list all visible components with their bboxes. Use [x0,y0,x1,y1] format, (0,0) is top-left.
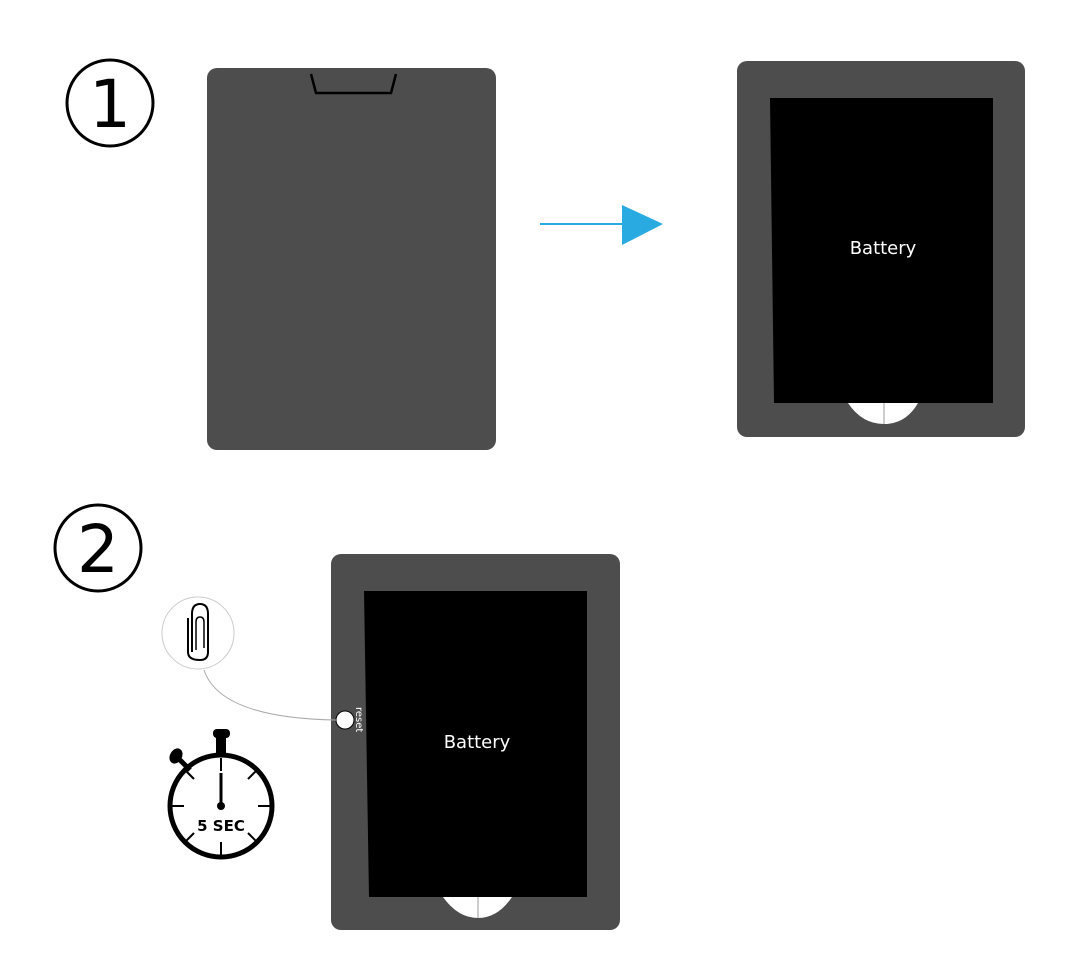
step-1-number: 1 [89,66,131,143]
step-1: 1 Battery [65,58,1025,450]
step-2-circle [53,503,143,593]
battery [770,98,993,403]
device-open-reset: Battery reset [331,554,620,930]
reset-button [335,710,355,730]
timer-label: 5 SEC [197,817,245,835]
connector-line [203,669,337,721]
step-2: 2 Battery reset [53,503,620,930]
battery-label: Battery [444,732,511,753]
paperclip-icon [161,596,235,670]
device-open: Battery [737,61,1025,437]
step-1-circle [65,58,155,148]
reset-label: reset [353,707,364,732]
device-back-cover [207,68,496,450]
stopwatch-icon: 5 SEC [167,729,275,860]
arrow-right-icon [540,205,663,245]
battery-label: Battery [850,238,917,259]
cover-notch [309,73,398,95]
battery [364,591,587,897]
step-2-number: 2 [77,511,119,588]
pull-tab [848,403,918,424]
